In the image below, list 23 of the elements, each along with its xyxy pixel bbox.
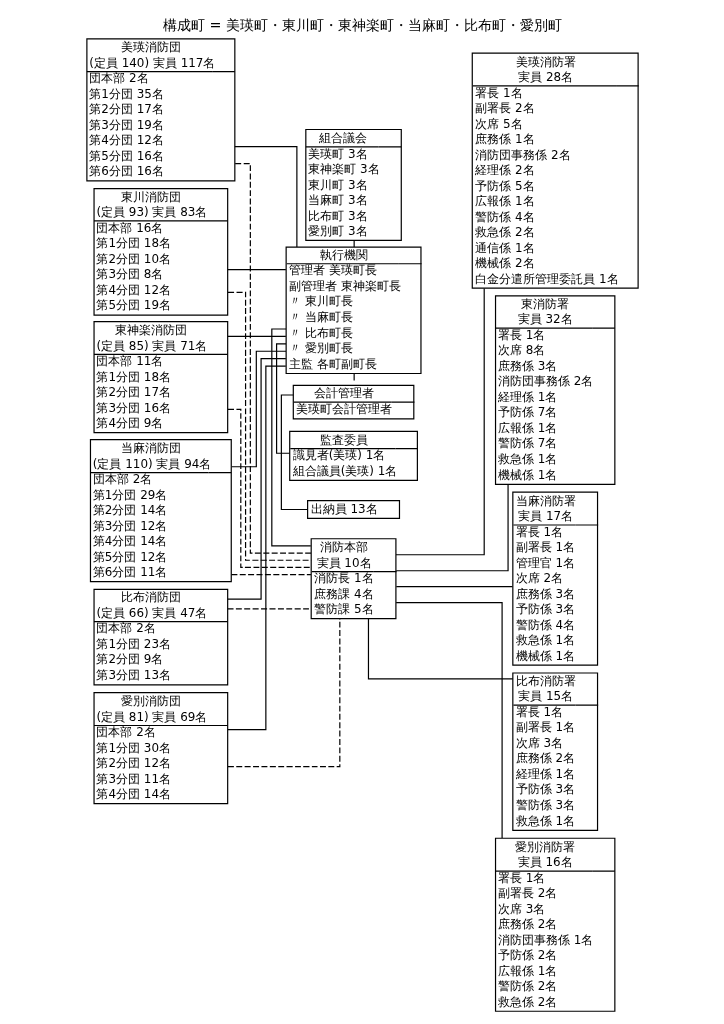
connector: [226, 357, 286, 600]
connector: [230, 350, 287, 467]
connector: [226, 291, 312, 561]
connector: [395, 585, 513, 587]
connector: [395, 601, 503, 839]
connector: [353, 372, 355, 381]
connector: [367, 617, 513, 680]
connector: [270, 327, 311, 546]
connector: [234, 162, 312, 554]
connector: [226, 607, 312, 610]
connector: [230, 573, 311, 575]
node-box: 出納員 13名: [306, 499, 400, 519]
connector: [395, 483, 509, 571]
connector: [353, 239, 355, 248]
connector: [275, 342, 290, 454]
connector: [226, 408, 311, 568]
connector: [280, 393, 308, 510]
diagram-title: 構成町 = 美瑛町・東川町・東神楽町・当麻町・比布町・愛別町: [162, 16, 562, 33]
connector: [226, 365, 286, 730]
connector: [226, 268, 286, 270]
connector: [233, 145, 297, 248]
connector: [226, 335, 286, 337]
connector: [394, 287, 485, 555]
